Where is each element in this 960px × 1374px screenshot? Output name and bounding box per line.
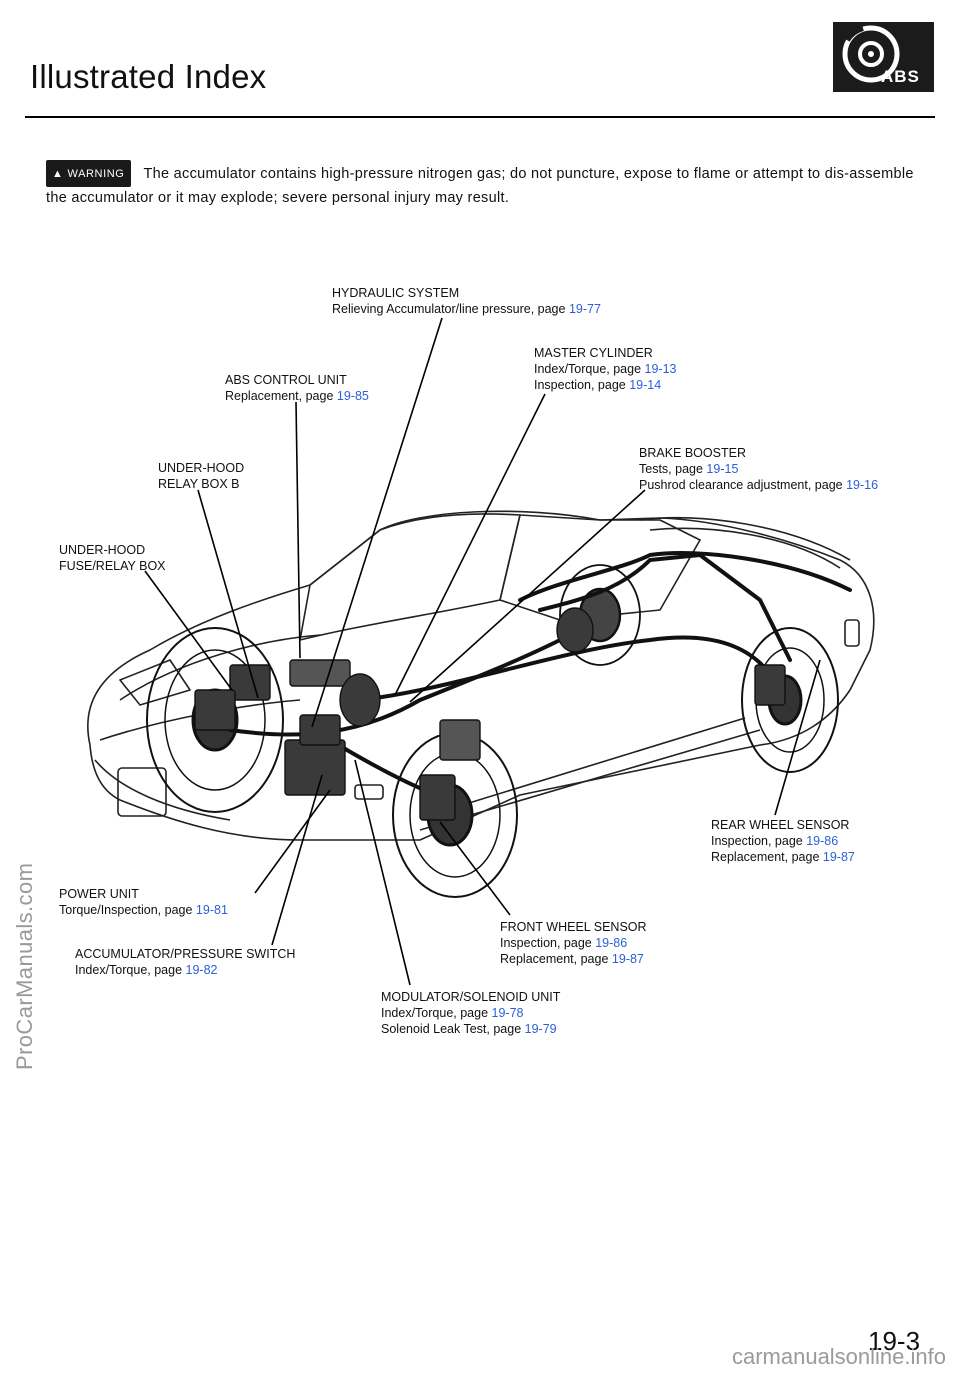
page-link[interactable]: 19-14 bbox=[629, 378, 662, 392]
warning-badge: ▲WARNING bbox=[46, 160, 132, 187]
callout-line: Relieving Accumulator/line pressure, pag… bbox=[332, 301, 601, 317]
callout-text: Index/Torque, page bbox=[534, 362, 642, 376]
callout-line: Replacement, page 19-85 bbox=[225, 388, 369, 404]
callout-title: ABS CONTROL UNIT bbox=[225, 373, 347, 387]
callout-line: Index/Torque, page 19-82 bbox=[75, 962, 295, 978]
brake-disc-icon bbox=[842, 25, 900, 83]
callout-master-cylinder: MASTER CYLINDER Index/Torque, page 19-13… bbox=[534, 345, 677, 393]
callout-line: Index/Torque, page 19-13 bbox=[534, 361, 677, 377]
callout-accumulator-pressure-switch: ACCUMULATOR/PRESSURE SWITCH Index/Torque… bbox=[75, 946, 295, 978]
callout-text: Tests, page bbox=[639, 462, 703, 476]
callout-text: Index/Torque, page bbox=[75, 963, 183, 977]
callout-title: MODULATOR/SOLENOID UNIT bbox=[381, 990, 561, 1004]
callout-line: Inspection, page 19-86 bbox=[500, 935, 647, 951]
title-rule bbox=[25, 116, 935, 118]
callout-line: Inspection, page 19-14 bbox=[534, 377, 677, 393]
callout-power-unit: POWER UNIT Torque/Inspection, page 19-81 bbox=[59, 886, 228, 918]
callout-front-wheel-sensor: FRONT WHEEL SENSOR Inspection, page 19-8… bbox=[500, 919, 647, 967]
callout-text: Index/Torque, page bbox=[381, 1006, 489, 1020]
page-link[interactable]: 19-85 bbox=[336, 389, 369, 403]
callout-title: POWER UNIT bbox=[59, 887, 139, 901]
page-link[interactable]: 19-79 bbox=[524, 1022, 557, 1036]
callout-line: Index/Torque, page 19-78 bbox=[381, 1005, 560, 1021]
callout-line: Replacement, page 19-87 bbox=[711, 849, 855, 865]
callout-text: Pushrod clearance adjustment, page bbox=[639, 478, 843, 492]
callout-relay-box-b: UNDER-HOOD RELAY BOX B bbox=[158, 460, 244, 492]
callout-rear-wheel-sensor: REAR WHEEL SENSOR Inspection, page 19-86… bbox=[711, 817, 855, 865]
callout-title: ACCUMULATOR/PRESSURE SWITCH bbox=[75, 947, 296, 961]
callout-text: Replacement, page bbox=[500, 952, 609, 966]
callout-text: Solenoid Leak Test, page bbox=[381, 1022, 522, 1036]
page-link[interactable]: 19-78 bbox=[491, 1006, 524, 1020]
callout-line: Pushrod clearance adjustment, page 19-16 bbox=[639, 477, 878, 493]
page-number: 19-3 bbox=[868, 1326, 921, 1356]
callout-brake-booster: BRAKE BOOSTER Tests, page 19-15 Pushrod … bbox=[639, 445, 878, 493]
footer-watermark: carmanualsonline.info bbox=[731, 1344, 946, 1369]
callout-text: Inspection, page bbox=[534, 378, 626, 392]
page-link[interactable]: 19-86 bbox=[806, 834, 839, 848]
callout-modulator-solenoid-unit: MODULATOR/SOLENOID UNIT Index/Torque, pa… bbox=[381, 989, 560, 1037]
callout-text: Replacement, page bbox=[225, 389, 334, 403]
callout-line: Inspection, page 19-86 bbox=[711, 833, 855, 849]
side-watermark: ProCarManuals.com bbox=[12, 862, 37, 1070]
page-link[interactable]: 19-87 bbox=[822, 850, 855, 864]
callout-line: Solenoid Leak Test, page 19-79 bbox=[381, 1021, 560, 1037]
page-link[interactable]: 19-87 bbox=[611, 952, 644, 966]
warning-badge-label: WARNING bbox=[67, 168, 125, 180]
abs-badge-label: ABS bbox=[881, 67, 920, 86]
page-link[interactable]: 19-81 bbox=[195, 903, 228, 917]
callout-abs-control-unit: ABS CONTROL UNIT Replacement, page 19-85 bbox=[225, 372, 369, 404]
callout-text: Relieving Accumulator/line pressure, pag… bbox=[332, 302, 566, 316]
callout-hydraulic-system: HYDRAULIC SYSTEM Relieving Accumulator/l… bbox=[332, 285, 601, 317]
callout-title-2: RELAY BOX B bbox=[158, 477, 240, 491]
callout-line: Tests, page 19-15 bbox=[639, 461, 878, 477]
callout-title: HYDRAULIC SYSTEM bbox=[332, 286, 460, 300]
page-title: Illustrated Index bbox=[30, 58, 267, 95]
callout-title-2: FUSE/RELAY BOX bbox=[59, 559, 166, 573]
callout-text: Inspection, page bbox=[711, 834, 803, 848]
callout-text: Torque/Inspection, page bbox=[59, 903, 193, 917]
callout-line: Replacement, page 19-87 bbox=[500, 951, 647, 967]
page-link[interactable]: 19-15 bbox=[706, 462, 739, 476]
callout-text: Inspection, page bbox=[500, 936, 592, 950]
warning-text: The accumulator contains high-pressure n… bbox=[46, 166, 914, 206]
callout-text: Replacement, page bbox=[711, 850, 820, 864]
callout-title: UNDER-HOOD bbox=[59, 543, 146, 557]
page-link[interactable]: 19-77 bbox=[568, 302, 601, 316]
callout-title: FRONT WHEEL SENSOR bbox=[500, 920, 647, 934]
callout-fuse-relay-box: UNDER-HOOD FUSE/RELAY BOX bbox=[59, 542, 166, 574]
page-link[interactable]: 19-16 bbox=[846, 478, 879, 492]
page-link[interactable]: 19-86 bbox=[595, 936, 628, 950]
page-link[interactable]: 19-13 bbox=[644, 362, 677, 376]
callout-title: MASTER CYLINDER bbox=[534, 346, 653, 360]
page-link[interactable]: 19-82 bbox=[185, 963, 218, 977]
callout-title: UNDER-HOOD bbox=[158, 461, 245, 475]
warning-triangle-icon: ▲ bbox=[52, 168, 64, 180]
callout-line: Torque/Inspection, page 19-81 bbox=[59, 902, 228, 918]
callout-title: BRAKE BOOSTER bbox=[639, 446, 746, 460]
callout-title: REAR WHEEL SENSOR bbox=[711, 818, 850, 832]
abs-section-badge: ABS bbox=[833, 22, 934, 92]
